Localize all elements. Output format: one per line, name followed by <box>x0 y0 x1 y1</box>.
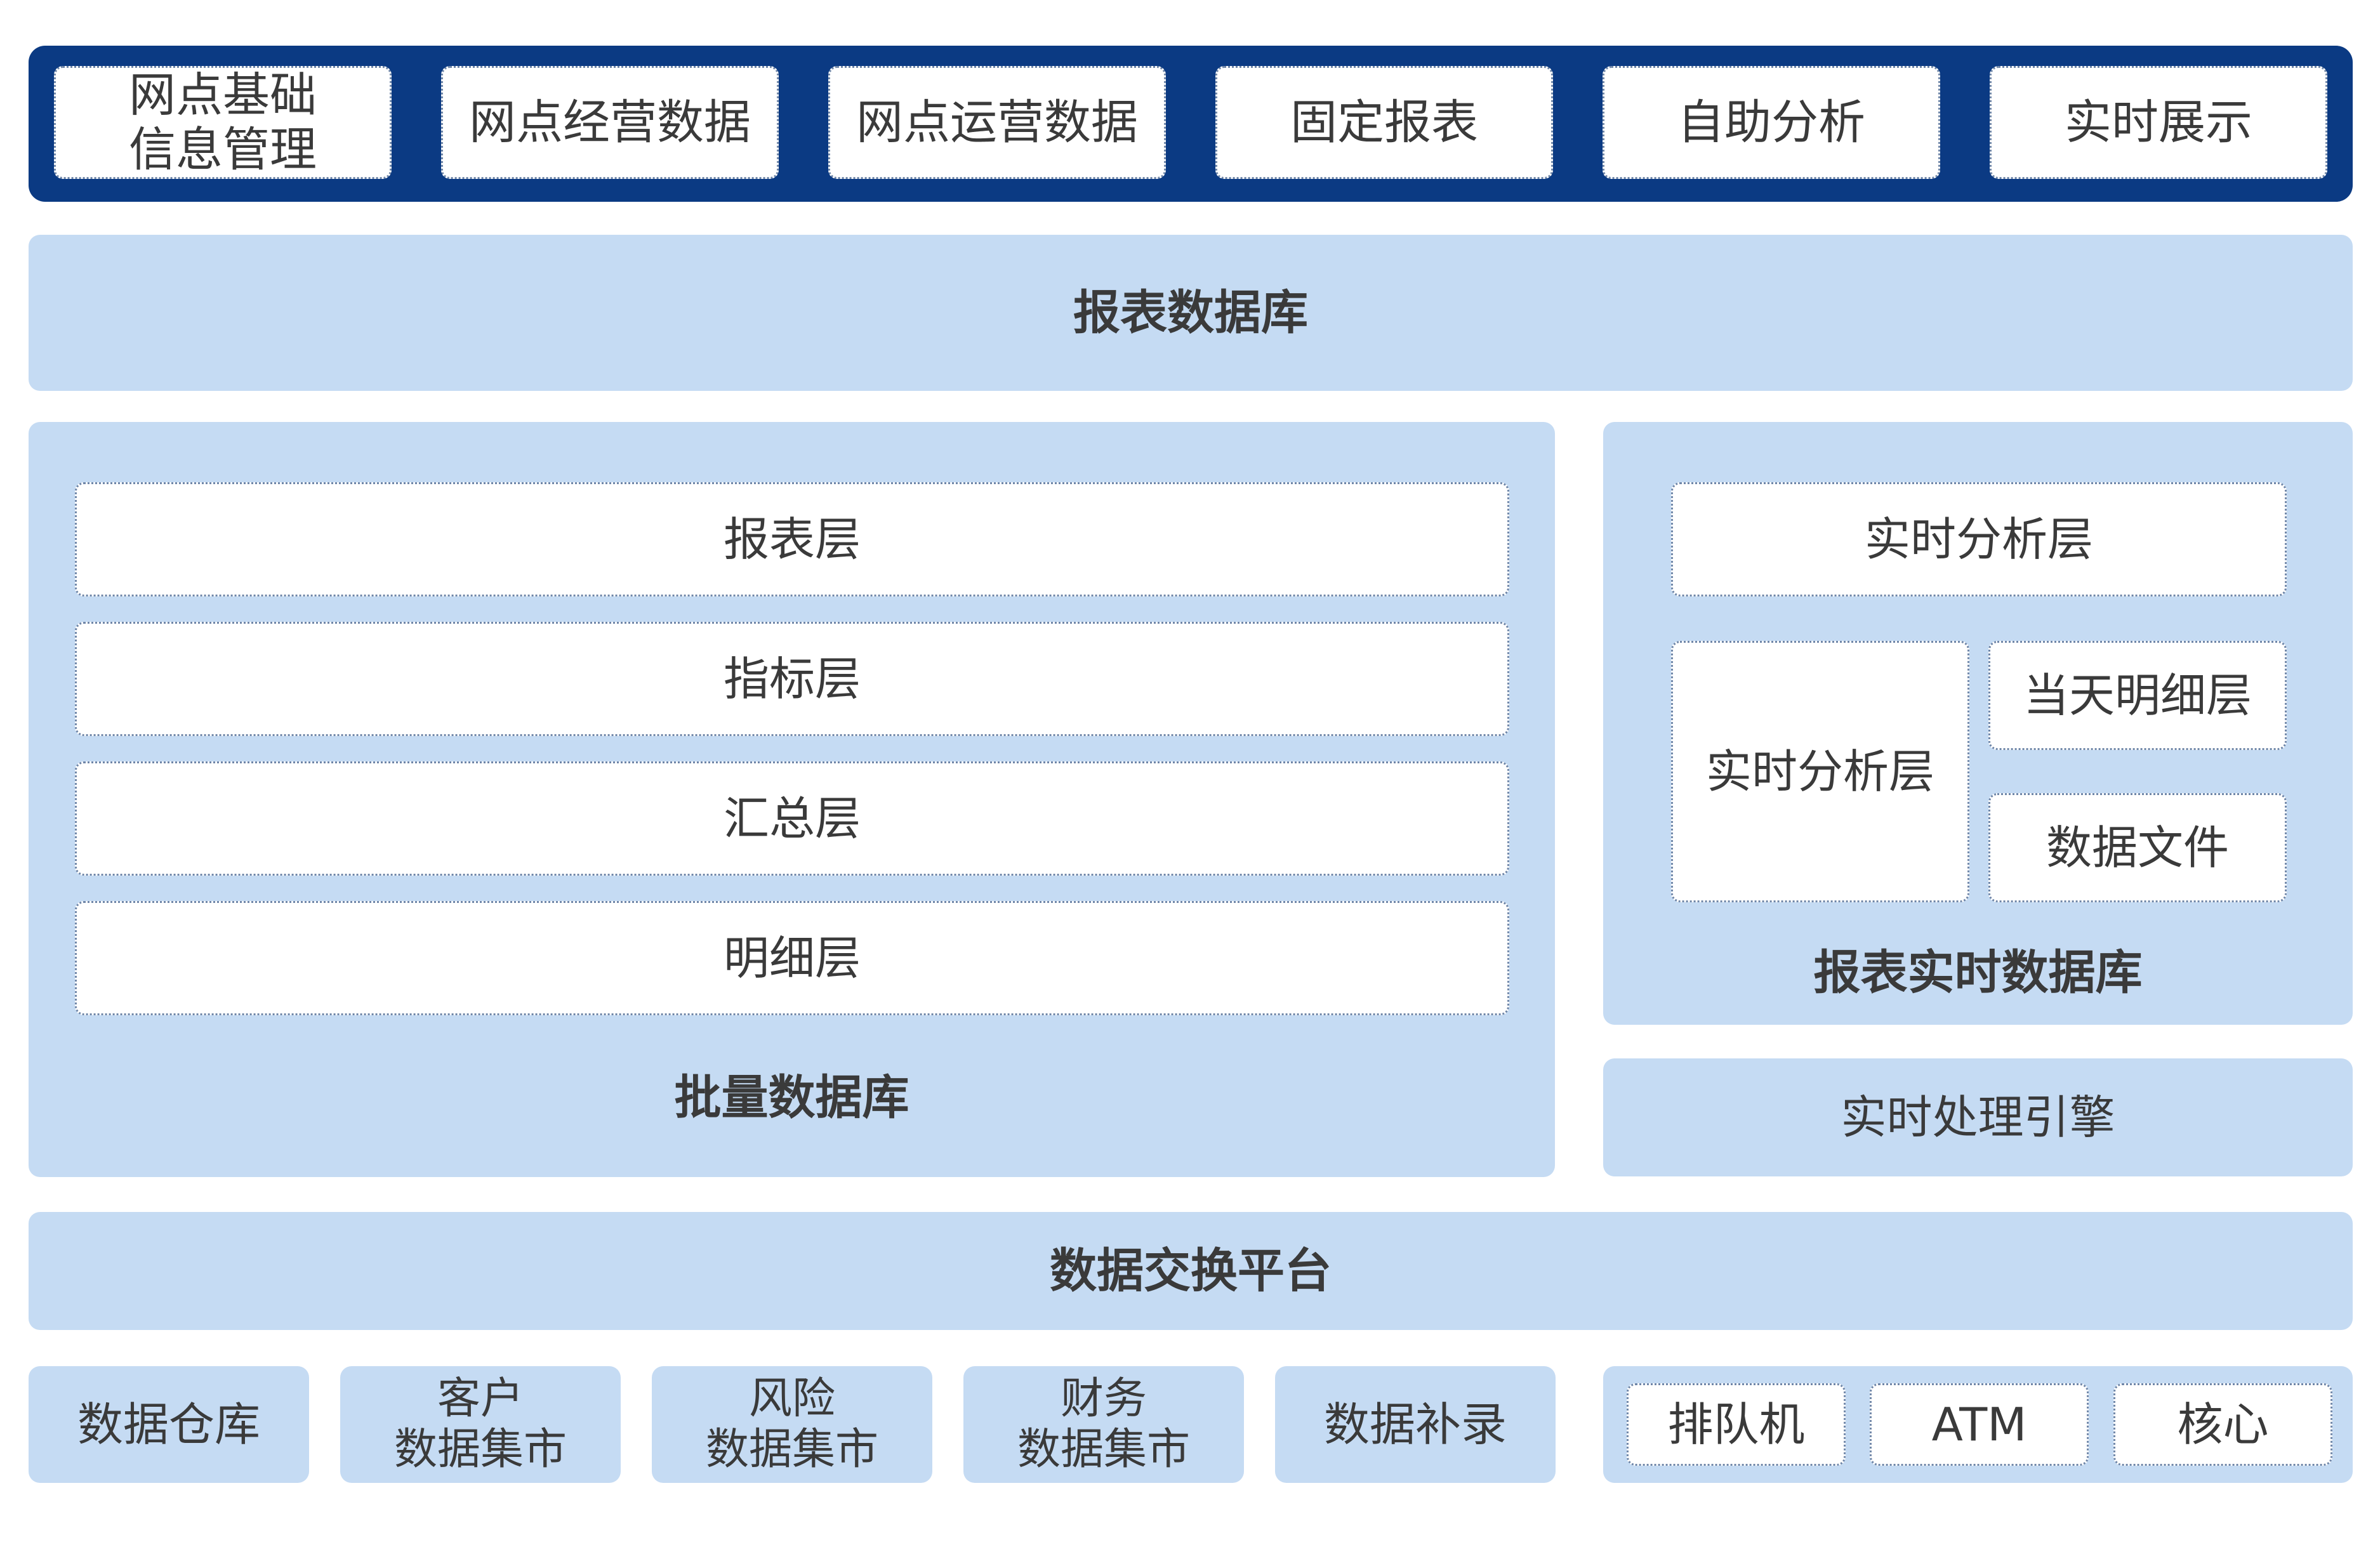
layer-label: 明细层 <box>723 931 861 985</box>
realtime-database-title: 报表实时数据库 <box>1813 945 2143 1000</box>
layer-label: 数据文件 <box>2046 821 2229 874</box>
nav-item-line: 信息管理 <box>129 122 317 177</box>
layer-label: 报表层 <box>723 513 861 566</box>
source-customer-mart: 客户 数据集市 <box>340 1366 621 1483</box>
same-day-detail-layer: 当天明细层 <box>1988 641 2287 750</box>
nav-item-outlet-info[interactable]: 网点基础 信息管理 <box>54 66 392 179</box>
nav-item-outlet-business[interactable]: 网点经营数据 <box>441 66 779 179</box>
layer-report: 报表层 <box>75 482 1509 596</box>
nav-item-label: 网点运营数据 <box>856 95 1138 150</box>
data-exchange-platform-band: 数据交换平台 <box>29 1212 2353 1330</box>
source-line: 数据集市 <box>393 1425 567 1475</box>
source-label: 客户 数据集市 <box>394 1374 567 1475</box>
report-database-band: 报表数据库 <box>29 235 2353 391</box>
source-label: 财务 数据集市 <box>1017 1374 1190 1475</box>
channel-queue-machine: 排队机 <box>1627 1383 1846 1466</box>
channel-label: 排队机 <box>1667 1398 1805 1451</box>
data-file-box: 数据文件 <box>1988 793 2287 902</box>
layer-label: 指标层 <box>723 652 861 706</box>
source-line: 财务 <box>1060 1374 1147 1424</box>
layer-label: 实时分析层 <box>1705 745 1934 798</box>
nav-item-label: 网点基础 信息管理 <box>129 68 317 177</box>
channel-atm: ATM <box>1870 1383 2089 1466</box>
nav-item-outlet-operation[interactable]: 网点运营数据 <box>828 66 1166 179</box>
source-line: 数据集市 <box>705 1425 878 1475</box>
nav-item-label: 网点经营数据 <box>469 95 751 150</box>
data-exchange-platform-title: 数据交换平台 <box>1050 1244 1332 1298</box>
source-line: 风险 <box>748 1374 835 1424</box>
nav-item-fixed-report[interactable]: 固定报表 <box>1215 66 1553 179</box>
source-finance-mart: 财务 数据集市 <box>963 1366 1244 1483</box>
layer-indicator: 指标层 <box>75 622 1509 736</box>
layer-label: 实时分析层 <box>1864 513 2093 566</box>
nav-item-line: 网点基础 <box>129 68 317 122</box>
report-database-title: 报表数据库 <box>1073 286 1308 340</box>
source-label: 风险 数据集市 <box>706 1374 878 1475</box>
nav-item-label: 固定报表 <box>1290 95 1478 150</box>
source-label: 数据补录 <box>1323 1398 1507 1451</box>
source-line: 数据集市 <box>1017 1425 1190 1475</box>
top-nav-bar <box>29 46 2353 202</box>
source-line: 客户 <box>437 1374 524 1424</box>
layer-summary: 汇总层 <box>75 761 1509 876</box>
source-risk-mart: 风险 数据集市 <box>652 1366 932 1483</box>
layer-label: 汇总层 <box>723 792 861 845</box>
nav-item-label: 实时展示 <box>2065 95 2252 150</box>
realtime-engine-band: 实时处理引擎 <box>1603 1058 2353 1176</box>
layer-detail: 明细层 <box>75 901 1509 1015</box>
realtime-analysis-layer-top: 实时分析层 <box>1671 482 2287 596</box>
source-data-warehouse: 数据仓库 <box>29 1366 309 1483</box>
source-data-supplement: 数据补录 <box>1275 1366 1556 1483</box>
channel-core: 核心 <box>2113 1383 2332 1466</box>
nav-item-realtime-display[interactable]: 实时展示 <box>1990 66 2327 179</box>
source-label: 数据仓库 <box>77 1398 260 1451</box>
batch-database-title: 批量数据库 <box>674 1070 909 1125</box>
nav-item-self-analysis[interactable]: 自助分析 <box>1603 66 1940 179</box>
channel-label: 核心 <box>2177 1398 2269 1451</box>
layer-label: 当天明细层 <box>2023 669 2252 722</box>
nav-item-label: 自助分析 <box>1677 95 1865 150</box>
realtime-engine-label: 实时处理引擎 <box>1841 1091 2115 1144</box>
realtime-analysis-layer-left: 实时分析层 <box>1671 641 1969 902</box>
channel-label: ATM <box>1931 1398 2027 1451</box>
